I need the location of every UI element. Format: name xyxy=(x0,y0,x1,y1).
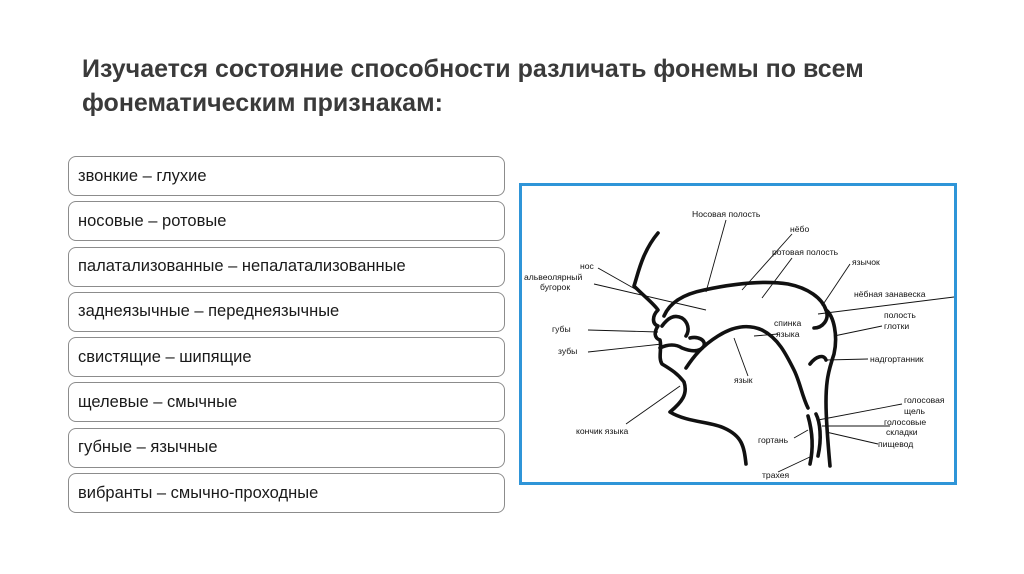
label-oral-cavity: ротовая полость xyxy=(772,247,839,257)
larynx-inner xyxy=(806,414,814,466)
label-nose: нос xyxy=(580,261,595,271)
palate-curve xyxy=(662,280,829,330)
label-epiglottis: надгортанник xyxy=(870,354,924,364)
label-trachea: трахея xyxy=(762,470,789,480)
leader-lines xyxy=(587,219,954,473)
label-glottis-2: щель xyxy=(904,406,925,416)
label-esophagus: пищевод xyxy=(878,439,913,449)
label-pharynx-2: глотки xyxy=(884,321,909,331)
label-teeth: зубы xyxy=(558,346,577,356)
label-tongue-back-1: спинка xyxy=(774,318,801,328)
feature-pairs-list: звонкие – глухие носовые – ротовые палат… xyxy=(68,156,505,518)
pair-labial-lingual: губные – язычные xyxy=(68,427,505,468)
pair-vibrant-stop-passing: вибранты – смычно-проходные xyxy=(68,473,505,514)
pair-palatalized: палатализованные – непалатализованные xyxy=(68,246,505,287)
pair-nasal-oral: носовые – ротовые xyxy=(68,201,505,242)
label-tongue-tip: кончик языка xyxy=(576,426,629,436)
pair-back-front-lingual: заднеязычные – переднеязычные xyxy=(68,291,505,332)
title-line-2: фонематическим признакам: xyxy=(82,89,443,117)
label-glottis-1: голосовая xyxy=(904,395,945,405)
label-alveolar-1: альвеолярный xyxy=(524,272,582,282)
pair-whistling-hushing: свистящие – шипящие xyxy=(68,337,505,378)
label-tongue: язык xyxy=(734,375,753,385)
label-pharynx-1: полость xyxy=(884,310,916,320)
label-uvula: язычок xyxy=(852,257,880,267)
slide-title: Изучается состояние способности различат… xyxy=(82,52,942,120)
pair-fricative-stop: щелевые – смычные xyxy=(68,382,505,423)
head-outline xyxy=(632,231,838,468)
label-tongue-back-2: языка xyxy=(776,329,800,339)
pair-voiced-voiceless: звонкие – глухие xyxy=(68,156,505,196)
tongue-shape xyxy=(684,324,810,410)
title-line-1: Изучается состояние способности различат… xyxy=(82,55,864,83)
articulation-organs-diagram: Носовая полость нёбо ротовая полость язы… xyxy=(519,183,957,485)
upper-teeth xyxy=(660,314,690,338)
face-profile xyxy=(632,231,748,466)
label-vocal-folds-2: складки xyxy=(886,427,918,437)
epiglottis-shape xyxy=(808,354,828,366)
label-nasal-cavity: Носовая полость xyxy=(692,209,761,219)
label-alveolar-2: бугорок xyxy=(540,282,570,292)
label-larynx: гортань xyxy=(758,435,789,445)
diagram-svg: Носовая полость нёбо ротовая полость язы… xyxy=(524,209,954,480)
pharynx-back-wall xyxy=(824,308,838,468)
lower-teeth xyxy=(658,335,707,353)
larynx-front xyxy=(814,412,822,458)
label-vocal-folds-1: голосовые xyxy=(884,417,926,427)
label-soft-palate: нёбная занавеска xyxy=(854,289,926,299)
label-palate: нёбо xyxy=(790,224,809,234)
label-lips: губы xyxy=(552,324,571,334)
